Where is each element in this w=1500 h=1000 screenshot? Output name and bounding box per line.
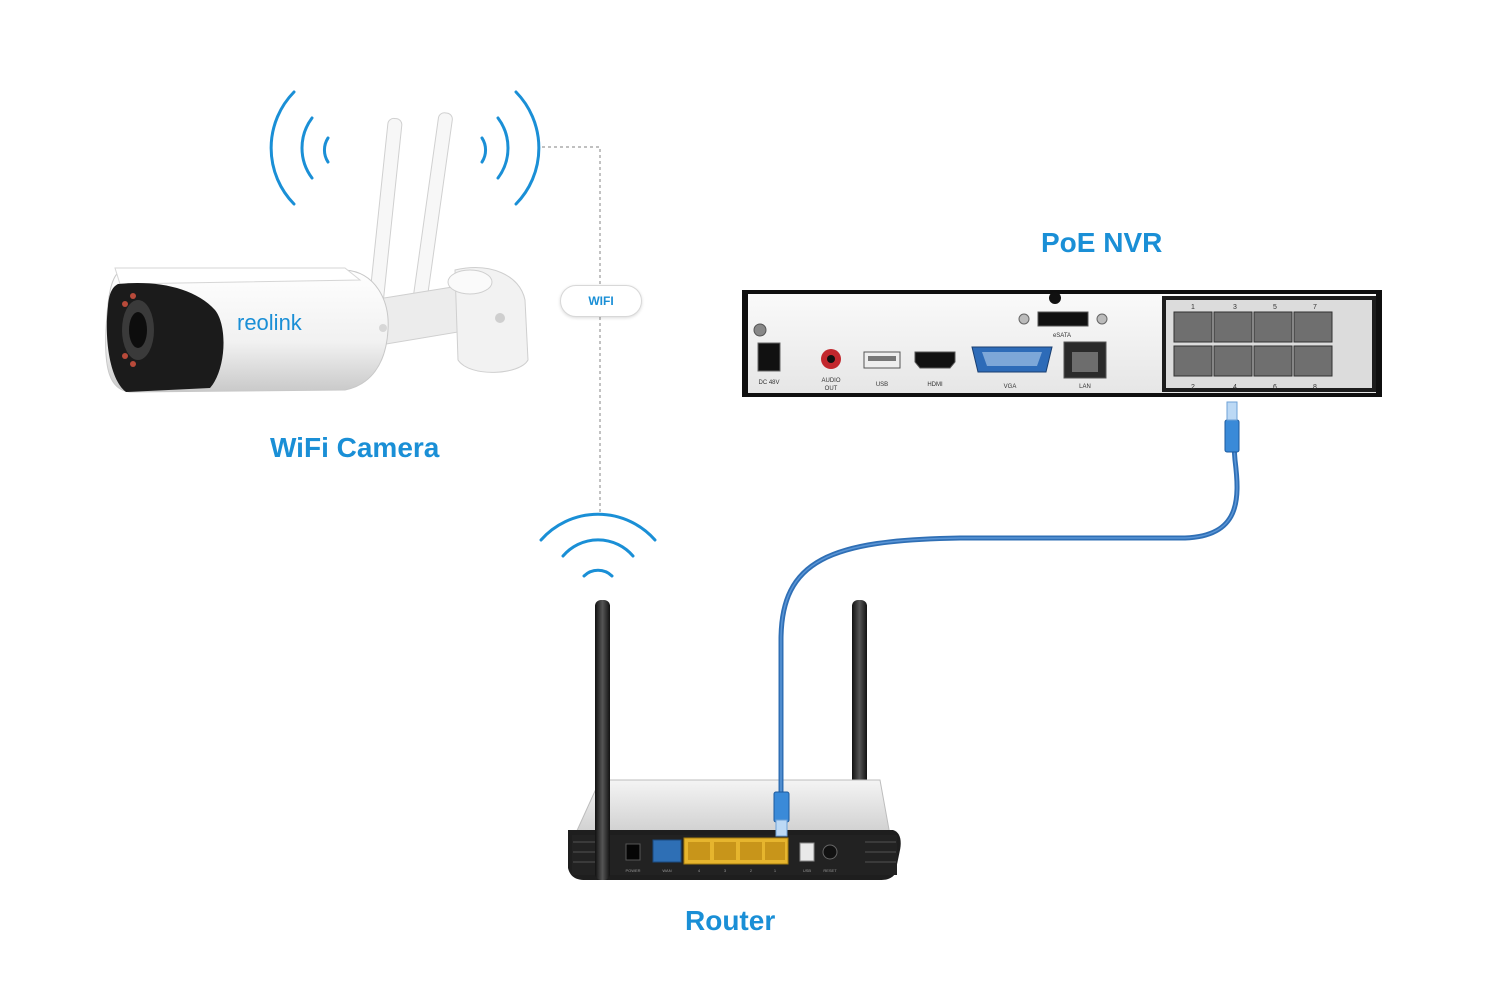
camera-title: WiFi Camera (270, 432, 440, 463)
nvr-port-number: 4 (1233, 384, 1237, 391)
nvr-power-label: DC 48V (758, 380, 779, 386)
router-lan-port-label: 4 (698, 868, 701, 873)
nvr-port-number: 1 (1191, 304, 1195, 311)
nvr-audio-label-2: OUT (825, 386, 838, 392)
camera-wifi-waves-icon (269, 90, 541, 206)
router-lan-port-label: 2 (750, 868, 753, 873)
nvr-port-number: 3 (1233, 304, 1237, 311)
nvr-audio-label: AUDIO (821, 378, 840, 384)
camera-brand-logo: reolink (237, 310, 303, 335)
nvr-usb-label: USB (876, 382, 888, 388)
router-lan-port-label: 3 (724, 868, 727, 873)
poe-nvr: DC 48V AUDIO OUT USB HDMI VGA LAN eSATA (742, 290, 1382, 397)
nvr-poe-ports (1173, 311, 1333, 377)
ethernet-cable (773, 401, 1240, 837)
nvr-title: PoE NVR (1041, 227, 1163, 258)
router: POWER WAN 4 3 2 1 USB RESET (568, 600, 901, 880)
wifi-link-line (542, 146, 601, 515)
nvr-port-number: 2 (1191, 384, 1195, 391)
router-title: Router (685, 905, 776, 936)
nvr-port-number: 6 (1273, 384, 1277, 391)
nvr-port-number: 8 (1313, 384, 1317, 391)
nvr-port-number: 5 (1273, 304, 1277, 311)
router-power-label: POWER (625, 868, 640, 873)
router-usb-label: USB (803, 868, 812, 873)
router-lan-port-label: 1 (774, 868, 777, 873)
router-reset-label: RESET (823, 868, 837, 873)
wifi-camera: reolink (105, 112, 529, 393)
router-wan-label: WAN (662, 868, 671, 873)
wifi-link-label: WIFI (560, 285, 642, 317)
nvr-vga-label: VGA (1004, 384, 1017, 390)
router-wifi-waves-icon (539, 512, 657, 578)
nvr-port-number: 7 (1313, 304, 1317, 311)
nvr-esata-label: eSATA (1053, 333, 1071, 339)
nvr-lan-label: LAN (1079, 384, 1091, 390)
nvr-hdmi-label: HDMI (927, 382, 943, 388)
